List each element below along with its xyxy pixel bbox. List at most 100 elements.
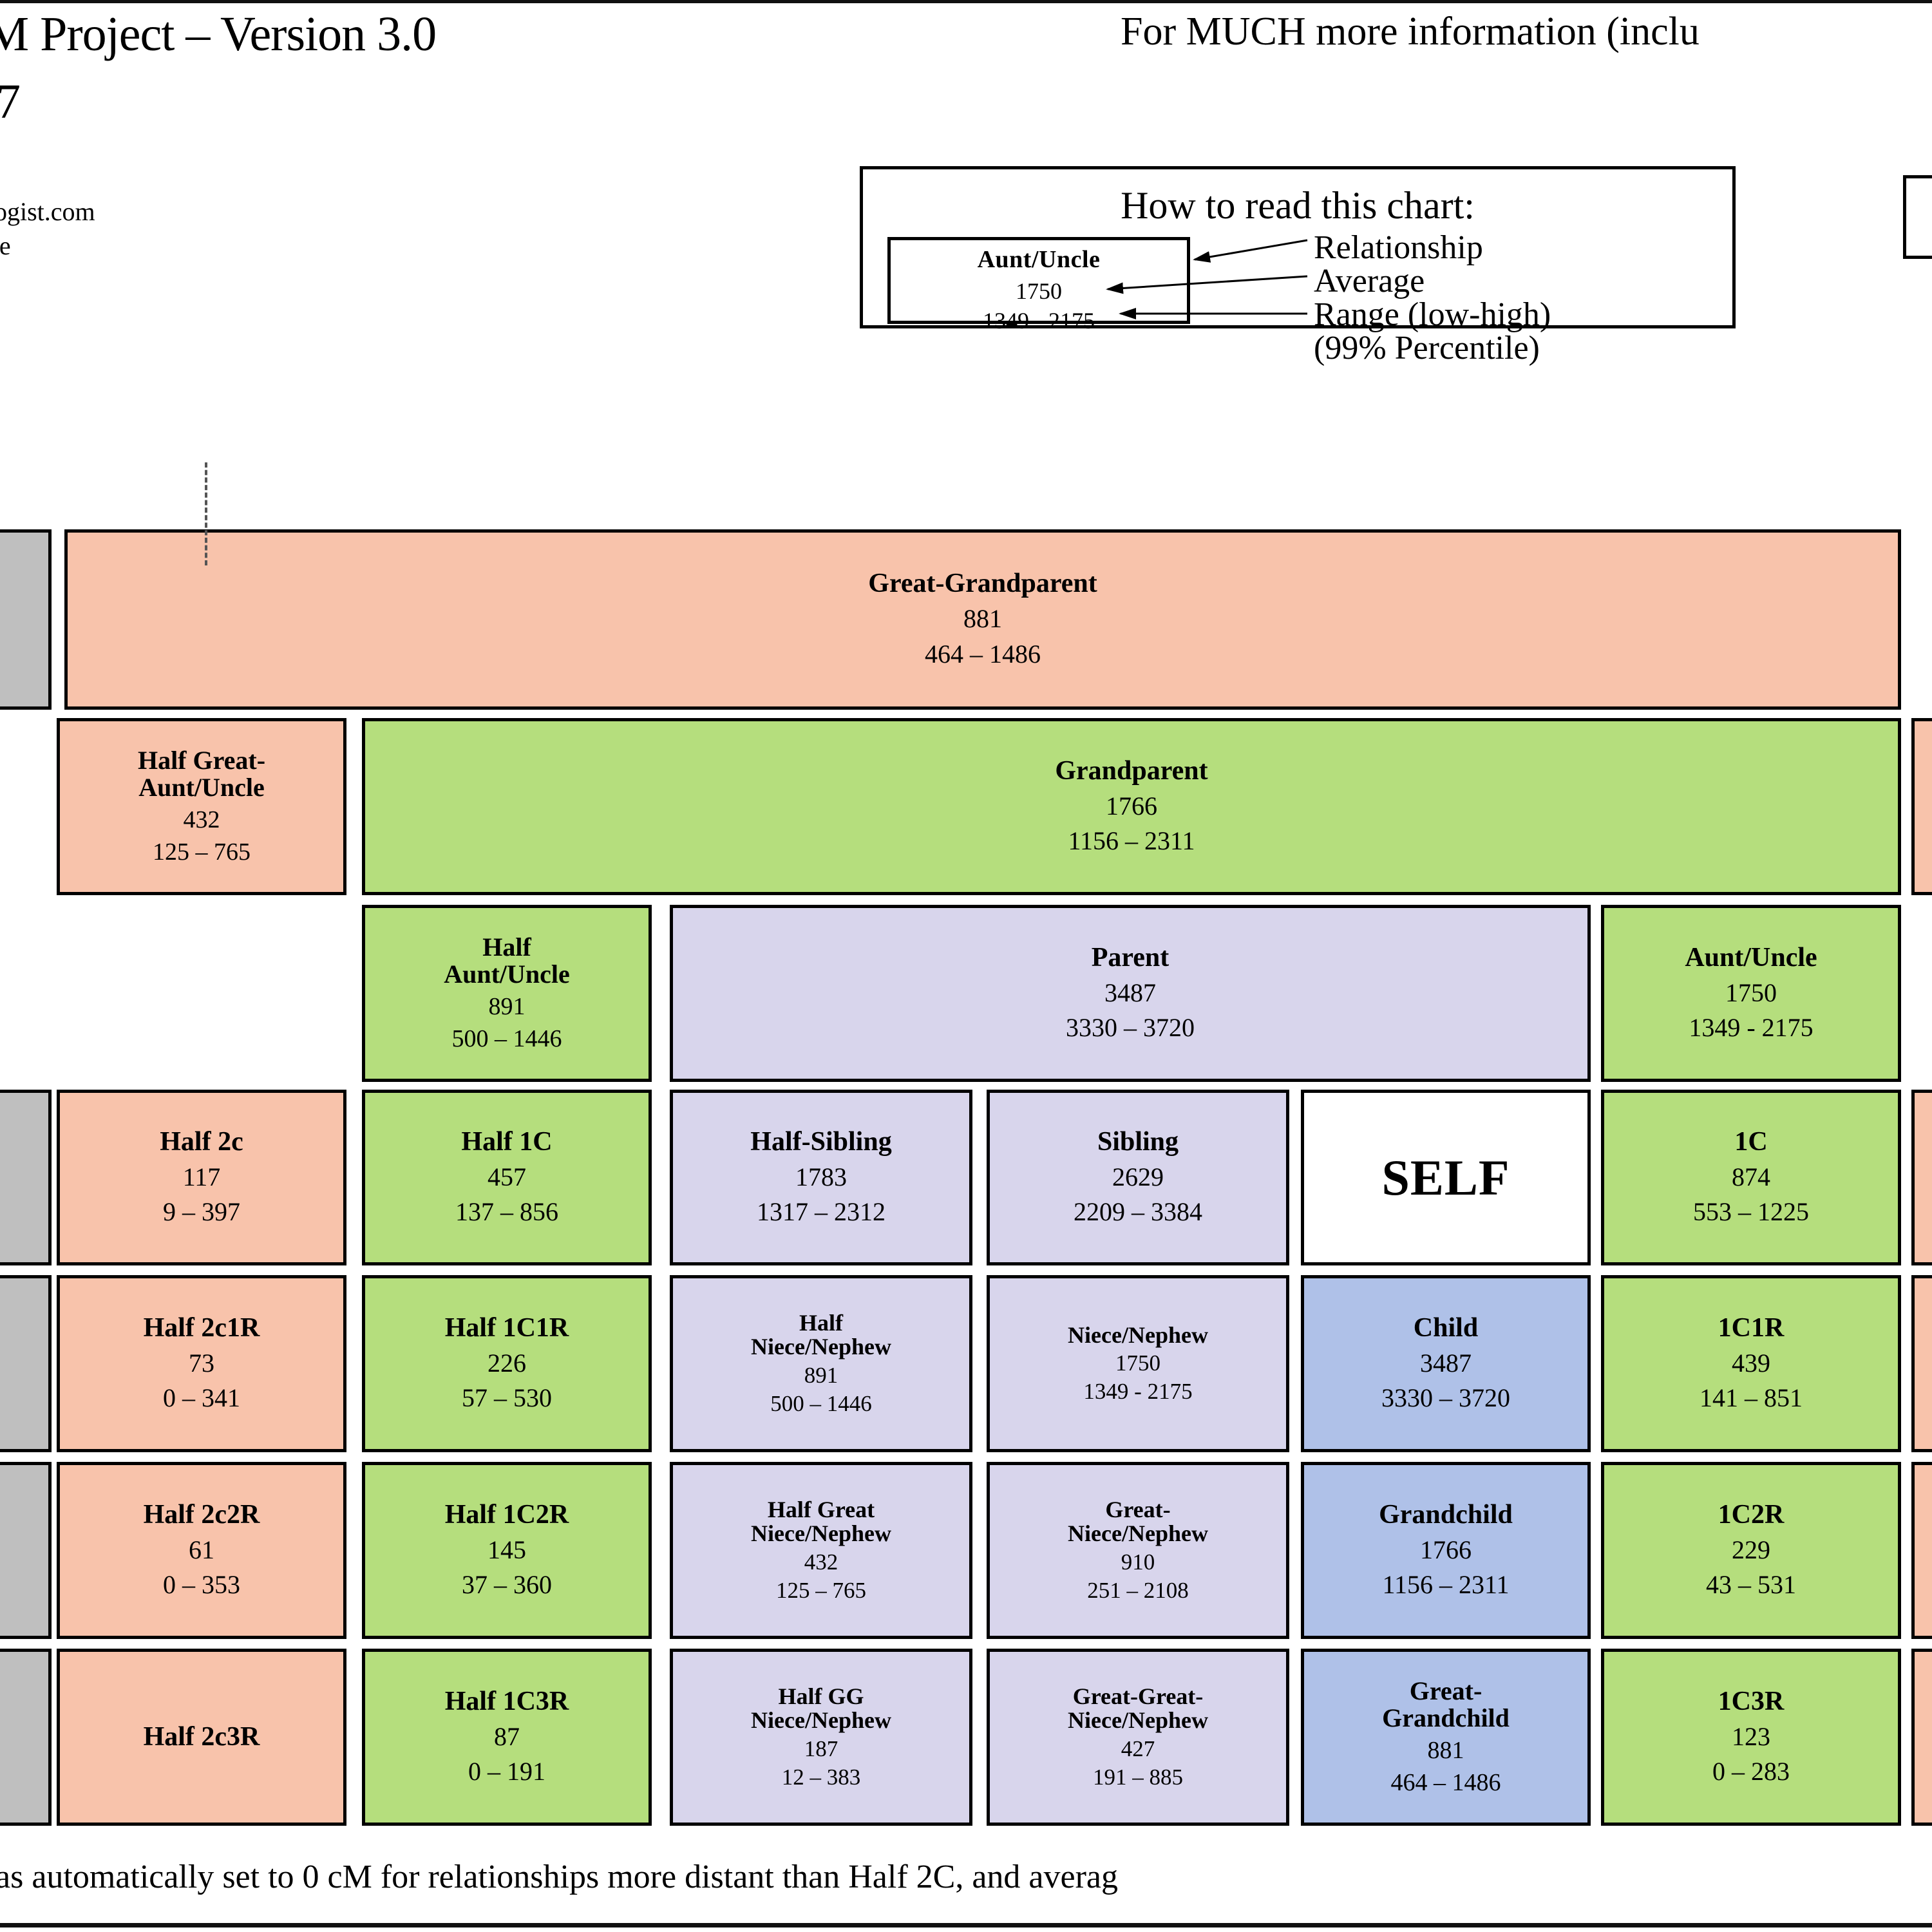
cell-average: 123 bbox=[1732, 1721, 1770, 1751]
cell-average: 432 bbox=[183, 806, 220, 833]
cell-range: 464 – 1486 bbox=[1390, 1769, 1501, 1797]
cell-relationship: Aunt/Uncle bbox=[1685, 942, 1817, 972]
legend-label-range: Range (low-high) bbox=[1314, 296, 1551, 333]
legend-label-relationship: Relationship bbox=[1314, 229, 1483, 266]
cell-self[interactable]: SELF bbox=[1301, 1090, 1591, 1265]
cell-range: 1349 - 2175 bbox=[1689, 1013, 1814, 1043]
cell-relationship-2: Grandchild bbox=[1382, 1703, 1510, 1732]
cell-parent[interactable]: Parent 3487 3330 – 3720 bbox=[670, 905, 1591, 1082]
cell-relationship: Half-Sibling bbox=[750, 1126, 892, 1157]
cell-relationship: 1C bbox=[1734, 1126, 1768, 1157]
cell-1c[interactable]: 1C 874 553 – 1225 bbox=[1601, 1090, 1901, 1265]
row-marker-gray-f bbox=[0, 1462, 52, 1639]
cell-range: 1317 – 2312 bbox=[757, 1197, 886, 1227]
cell-row-b-right-stub bbox=[1911, 718, 1932, 895]
cell-range: 3330 – 3720 bbox=[1066, 1013, 1195, 1043]
cell-child[interactable]: Child 3487 3330 – 3720 bbox=[1301, 1275, 1591, 1452]
cell-relationship: Half 1C3R bbox=[444, 1686, 569, 1716]
cell-half-sibling[interactable]: Half-Sibling 1783 1317 – 2312 bbox=[670, 1090, 972, 1265]
cell-half-niece-nephew[interactable]: Half Niece/Nephew 891 500 – 1446 bbox=[670, 1275, 972, 1452]
cell-relationship: Half 1C1R bbox=[444, 1312, 569, 1343]
cell-half-2c3r[interactable]: Half 2c3R bbox=[57, 1649, 346, 1826]
cell-range: 1156 – 2311 bbox=[1068, 826, 1195, 856]
cell-range: 9 – 397 bbox=[163, 1197, 240, 1227]
cell-grandparent[interactable]: Grandparent 1766 1156 – 2311 bbox=[362, 718, 1901, 895]
cell-relationship: Great-Grandparent bbox=[868, 569, 1097, 599]
footnote-text: num was automatically set to 0 cM for re… bbox=[0, 1859, 1118, 1895]
cell-great-great-niece-nephew[interactable]: Great-Great- Niece/Nephew 427 191 – 885 bbox=[987, 1649, 1289, 1826]
cell-relationship: Sibling bbox=[1097, 1126, 1179, 1157]
cell-average: 891 bbox=[488, 992, 526, 1020]
title-block: ared cM Project – Version 3.0 2017 tinge… bbox=[0, 6, 773, 263]
legend-sample-range: 1349 - 2175 bbox=[983, 308, 1095, 334]
cell-niece-nephew[interactable]: Niece/Nephew 1750 1349 - 2175 bbox=[987, 1275, 1289, 1452]
cell-great-grandparent[interactable]: Great-Grandparent 881 464 – 1486 bbox=[64, 529, 1901, 710]
cell-average: 891 bbox=[804, 1362, 838, 1388]
cell-range: 43 – 531 bbox=[1706, 1570, 1796, 1600]
cell-range: 2209 – 3384 bbox=[1074, 1197, 1202, 1227]
more-info-text: For MUCH more information (inclu bbox=[1121, 10, 1700, 53]
cell-half-2c1r[interactable]: Half 2c1R 73 0 – 341 bbox=[57, 1275, 346, 1452]
cell-relationship: Half GG bbox=[778, 1683, 864, 1709]
cell-average: 229 bbox=[1732, 1535, 1770, 1564]
cell-range: 1349 - 2175 bbox=[1083, 1379, 1193, 1405]
cell-average: 1766 bbox=[1420, 1535, 1472, 1564]
cell-1c3r[interactable]: 1C3R 123 0 – 283 bbox=[1601, 1649, 1901, 1826]
cell-average: 439 bbox=[1732, 1348, 1770, 1378]
cell-average: 432 bbox=[804, 1549, 838, 1575]
page-title-year: 2017 bbox=[0, 75, 21, 129]
cell-relationship: Great- bbox=[1409, 1676, 1482, 1706]
cell-relationship: Parent bbox=[1091, 942, 1170, 972]
cell-great-niece-nephew[interactable]: Great- Niece/Nephew 910 251 – 2108 bbox=[987, 1462, 1289, 1639]
cell-relationship: Child bbox=[1413, 1312, 1479, 1343]
cell-range: 191 – 885 bbox=[1093, 1764, 1183, 1790]
cell-half-gg-niece-nephew[interactable]: Half GG Niece/Nephew 187 12 – 383 bbox=[670, 1649, 972, 1826]
cell-great-grandchild[interactable]: Great- Grandchild 881 464 – 1486 bbox=[1301, 1649, 1591, 1826]
legend-label-average: Average bbox=[1314, 263, 1425, 299]
how-to-read-legend: How to read this chart: Aunt/Uncle 1750 … bbox=[860, 166, 1736, 366]
cell-half-great-aunt-uncle[interactable]: Half Great- Aunt/Uncle 432 125 – 765 bbox=[57, 718, 346, 895]
cell-grandchild[interactable]: Grandchild 1766 1156 – 2311 bbox=[1301, 1462, 1591, 1639]
cell-average: 187 bbox=[804, 1736, 838, 1761]
cell-relationship: Half 2c3R bbox=[143, 1721, 260, 1752]
cell-average: 145 bbox=[488, 1535, 526, 1564]
cell-half-great-niece-nephew[interactable]: Half Great Niece/Nephew 432 125 – 765 bbox=[670, 1462, 972, 1639]
cell-average: 87 bbox=[494, 1721, 520, 1751]
cell-half-1c1r[interactable]: Half 1C1R 226 57 – 530 bbox=[362, 1275, 652, 1452]
cell-half-1c2r[interactable]: Half 1C2R 145 37 – 360 bbox=[362, 1462, 652, 1639]
cell-average: 427 bbox=[1121, 1736, 1155, 1761]
header: ared cM Project – Version 3.0 2017 tinge… bbox=[0, 0, 1932, 528]
cell-relationship: Great- bbox=[1105, 1496, 1171, 1522]
row-marker-gray-g bbox=[0, 1649, 52, 1826]
cell-relationship: Grandparent bbox=[1055, 755, 1208, 786]
cell-sibling[interactable]: Sibling 2629 2209 – 3384 bbox=[987, 1090, 1289, 1265]
cell-half-1c3r[interactable]: Half 1C3R 87 0 – 191 bbox=[362, 1649, 652, 1826]
cell-range: 57 – 530 bbox=[462, 1383, 552, 1413]
cell-relationship: Half 2c bbox=[160, 1126, 243, 1157]
cell-half-1c[interactable]: Half 1C 457 137 – 856 bbox=[362, 1090, 652, 1265]
cell-relationship: Great-Great- bbox=[1072, 1683, 1204, 1709]
cell-average: 117 bbox=[182, 1162, 221, 1191]
row-marker-gray-e bbox=[0, 1275, 52, 1452]
row-marker-gray-a bbox=[0, 529, 52, 710]
cell-average: 73 bbox=[189, 1348, 214, 1378]
cell-relationship: Half Great- bbox=[137, 746, 266, 775]
cell-relationship-2: Niece/Nephew bbox=[751, 1707, 891, 1734]
cell-relationship: 1C2R bbox=[1718, 1499, 1785, 1530]
legend-title: How to read this chart: bbox=[1121, 184, 1475, 227]
cell-1c2r[interactable]: 1C2R 229 43 – 531 bbox=[1601, 1462, 1901, 1639]
credit-license: ution License bbox=[0, 231, 11, 261]
cell-range: 500 – 1446 bbox=[451, 1025, 562, 1053]
cell-average: 1750 bbox=[1115, 1350, 1160, 1376]
cell-relationship-2: Niece/Nephew bbox=[751, 1334, 891, 1360]
cell-row-d-right-stub bbox=[1911, 1090, 1932, 1265]
cell-aunt-uncle[interactable]: Aunt/Uncle 1750 1349 - 2175 bbox=[1601, 905, 1901, 1082]
cell-half-2c[interactable]: Half 2c 117 9 – 397 bbox=[57, 1090, 346, 1265]
cell-range: 3330 – 3720 bbox=[1381, 1383, 1510, 1413]
cell-range: 464 – 1486 bbox=[925, 639, 1041, 668]
cell-half-aunt-uncle[interactable]: Half Aunt/Uncle 891 500 – 1446 bbox=[362, 905, 652, 1082]
cell-1c1r[interactable]: 1C1R 439 141 – 851 bbox=[1601, 1275, 1901, 1452]
cell-half-2c2r[interactable]: Half 2c2R 61 0 – 353 bbox=[57, 1462, 346, 1639]
cell-relationship-2: Niece/Nephew bbox=[1068, 1520, 1208, 1547]
